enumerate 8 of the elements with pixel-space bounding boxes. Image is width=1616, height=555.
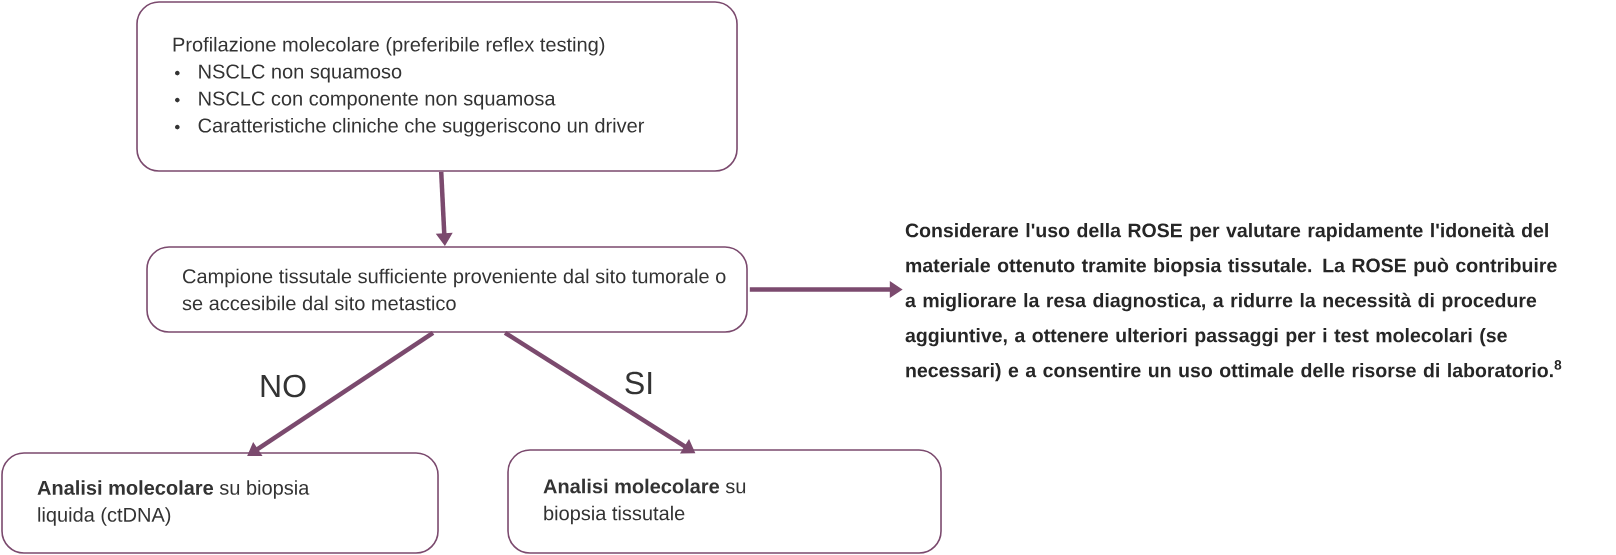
edge-label: SI bbox=[625, 371, 652, 395]
process-box: Analisi molecolare su biopsia tissutale bbox=[507, 449, 942, 554]
arrow bbox=[247, 330, 435, 457]
process-box: Campione tissutale sufficiente proveniente dal sito tumorale o se accesibile dal sito metastico bbox=[146, 246, 748, 333]
process-box: Analisi molecolare su biopsia liquida (ctDNA) bbox=[1, 452, 439, 554]
process-box: Profilazione molecolare (preferibile reflex testing) NSCLC non squamoso NSCLC con componente non squamosa Caratteristiche cliniche che suggeriscono un driver bbox=[136, 1, 738, 172]
edge-label: NO bbox=[261, 374, 306, 398]
note-text: Considerare l'uso della ROSE per valutare rapidamente l'idoneità del materiale ottenuto tramite biopsia tissutale. La ROSE può contribuire a migliorare la resa diagnostica, a ridurre la necessità di procedure aggiuntive, a ottenere ulteriori passaggi per i test molecolari (se necessari) e a consentire un uso ottimale delle risorse di laboratorio.$^{8}$ bbox=[905, 222, 1562, 382]
